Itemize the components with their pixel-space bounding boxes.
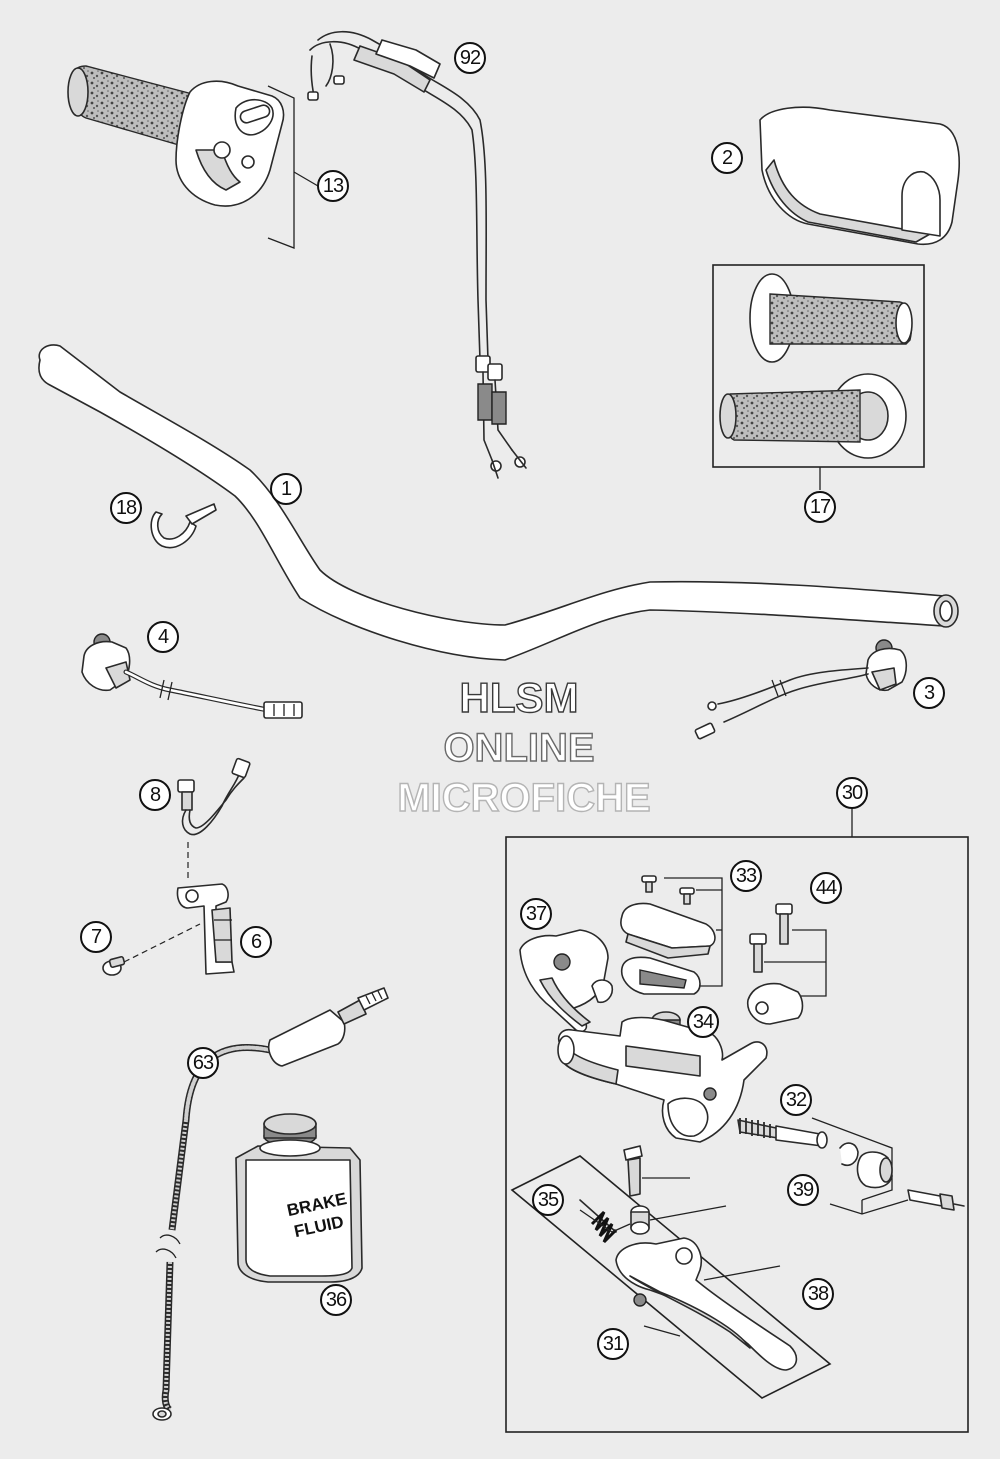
svg-text:31: 31 [603, 1333, 624, 1355]
callout-30: 30 [836, 777, 868, 809]
callout-36: 36 [320, 1284, 352, 1316]
callout-63: 63 [187, 1047, 219, 1079]
svg-text:7: 7 [91, 926, 102, 948]
callout-13: 13 [317, 170, 349, 202]
svg-text:6: 6 [251, 931, 262, 953]
callout-37: 37 [520, 898, 552, 930]
callout-4: 4 [147, 621, 179, 653]
svg-text:36: 36 [326, 1289, 347, 1311]
callout-3: 3 [913, 677, 945, 709]
callout-6: 6 [240, 926, 272, 958]
clamp-half [746, 982, 804, 1025]
brake-fluid-bottle: BRAKE FLUID [235, 1113, 363, 1283]
throttle-grip-assembly [67, 65, 285, 207]
callout-31: 31 [597, 1328, 629, 1360]
svg-text:38: 38 [808, 1283, 829, 1305]
callout-38: 38 [802, 1278, 834, 1310]
hand-guard-mount [519, 929, 614, 1033]
svg-text:32: 32 [786, 1089, 807, 1111]
circlip-and-boot [839, 1142, 893, 1189]
watermark-line1: HLSM [460, 674, 579, 721]
grip-set [719, 273, 913, 459]
lever-bushing [630, 1205, 727, 1235]
svg-text:63: 63 [193, 1052, 214, 1074]
callout-34: 34 [687, 1006, 719, 1038]
svg-text:3: 3 [924, 682, 935, 704]
callout-2: 2 [711, 142, 743, 174]
lever-sub-box [510, 1155, 832, 1399]
svg-text:92: 92 [460, 47, 481, 69]
svg-text:37: 37 [526, 903, 547, 925]
callout-18: 18 [110, 492, 142, 524]
brake-line [152, 987, 389, 1421]
hot-start-button [177, 757, 251, 880]
svg-text:4: 4 [158, 626, 169, 648]
handlebar-pad [759, 106, 960, 246]
callout-35: 35 [532, 1184, 564, 1216]
svg-text:34: 34 [693, 1011, 714, 1033]
callout-32: 32 [780, 1084, 812, 1116]
lever-pin-and-spring [579, 1199, 631, 1244]
svg-text:18: 18 [116, 497, 137, 519]
svg-text:35: 35 [538, 1189, 559, 1211]
left-switch [81, 633, 303, 719]
cable-tie [150, 503, 217, 549]
callout-1: 1 [270, 473, 302, 505]
watermark-line3: MICROFICHE [397, 776, 650, 820]
switch-bracket [176, 883, 235, 975]
bracket-screw [102, 923, 201, 976]
svg-text:1: 1 [281, 478, 292, 500]
svg-text:17: 17 [810, 496, 831, 518]
callout-44: 44 [810, 872, 842, 904]
callout-17: 17 [804, 491, 836, 523]
lever-pivot-bolt [623, 1145, 690, 1197]
svg-text:44: 44 [816, 877, 837, 899]
callout-8: 8 [139, 779, 171, 811]
pushrod [829, 1189, 965, 1215]
callout-13-bracket [267, 85, 319, 249]
callout-92: 92 [454, 42, 486, 74]
watermark-line2: ONLINE [443, 726, 594, 770]
reservoir-diaphragm [620, 956, 701, 995]
clamp-screws [749, 903, 827, 997]
svg-text:13: 13 [323, 175, 344, 197]
grip-set-box [712, 264, 925, 490]
watermark: HLSM ONLINE MICROFICHE [397, 673, 652, 820]
callout-7: 7 [80, 921, 112, 953]
callout-39: 39 [787, 1174, 819, 1206]
callout-33: 33 [730, 860, 762, 892]
reservoir-cover-screws [641, 875, 723, 987]
brake-lever [615, 1237, 798, 1371]
svg-text:33: 33 [736, 865, 757, 887]
svg-text:39: 39 [793, 1179, 814, 1201]
master-cylinder-body [557, 1016, 768, 1143]
svg-text:8: 8 [150, 784, 161, 806]
throttle-cables [307, 30, 527, 479]
svg-text:2: 2 [722, 147, 733, 169]
reservoir-cover [620, 902, 716, 959]
master-cylinder-kit-box [505, 808, 969, 1433]
svg-text:30: 30 [842, 782, 863, 804]
right-switch [694, 639, 908, 740]
